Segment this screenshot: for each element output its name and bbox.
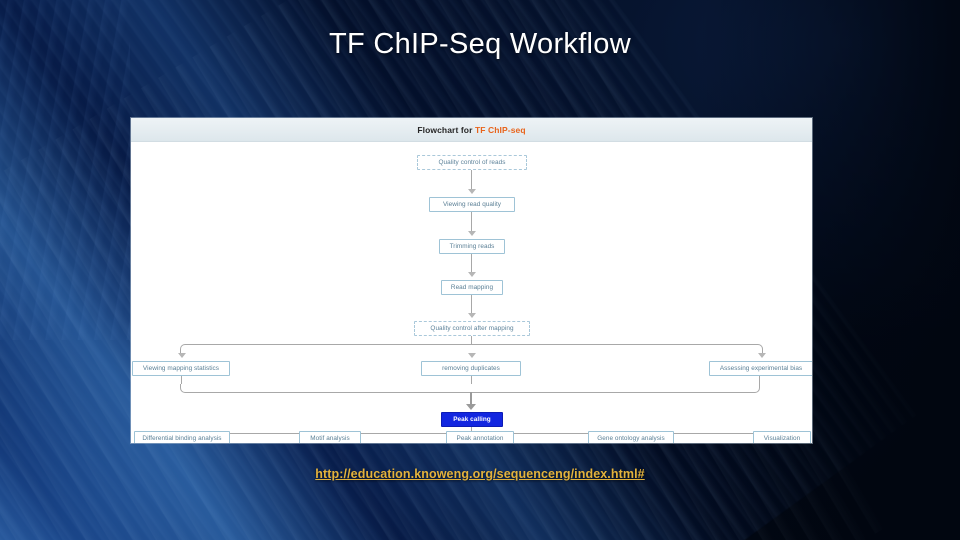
- flowchart-header: Flowchart for TF ChIP-seq: [131, 118, 812, 142]
- node-differential-binding-analysis[interactable]: Differential binding analysis: [134, 431, 230, 443]
- connector-viewing-stats-down: [181, 376, 182, 384]
- flowchart-canvas: Quality control of reads Viewing read qu…: [131, 142, 812, 443]
- node-peak-annotation[interactable]: Peak annotation: [446, 431, 514, 443]
- slide-title: TF ChIP-Seq Workflow: [329, 28, 631, 60]
- connector-branch-bus-top: [180, 344, 763, 353]
- connector-mapping-to-qc-after: [471, 295, 472, 314]
- node-viewing-read-quality[interactable]: Viewing read quality: [429, 197, 515, 212]
- node-qc-reads[interactable]: Quality control of reads: [417, 155, 527, 170]
- arrow-to-trimming-reads: [468, 231, 476, 236]
- connector-viewing-to-trimming: [471, 212, 472, 232]
- source-url-link[interactable]: http://education.knoweng.org/sequenceng/…: [315, 467, 645, 481]
- connector-merge-to-peak-calling: [470, 392, 472, 406]
- node-trimming-reads[interactable]: Trimming reads: [439, 239, 505, 254]
- connector-removing-dup-down: [471, 376, 472, 384]
- node-assessing-experimental-bias[interactable]: Assessing experimental bias: [709, 361, 812, 376]
- arrow-to-viewing-read-quality: [468, 189, 476, 194]
- arrow-to-viewing-mapping-statistics: [178, 353, 186, 358]
- background-left-streaks: [0, 0, 130, 340]
- flowchart-header-prefix: Flowchart for: [417, 124, 475, 135]
- connector-qc-after-stem: [471, 336, 472, 344]
- node-visualization[interactable]: Visualization: [753, 431, 811, 443]
- connector-peak-calling-stem: [471, 427, 472, 433]
- node-qc-after-mapping[interactable]: Quality control after mapping: [414, 321, 530, 336]
- node-gene-ontology-analysis[interactable]: Gene ontology analysis: [588, 431, 674, 443]
- arrow-to-removing-duplicates: [468, 353, 476, 358]
- flowchart-panel: Flowchart for TF ChIP-seq Quality contro…: [131, 118, 812, 443]
- node-viewing-mapping-statistics[interactable]: Viewing mapping statistics: [132, 361, 230, 376]
- flowchart-header-accent: TF ChIP-seq: [474, 124, 526, 135]
- arrow-to-assessing-experimental-bias: [758, 353, 766, 358]
- connector-trimming-to-mapping: [471, 254, 472, 273]
- flowchart-header-title: Flowchart for TF ChIP-seq: [417, 125, 525, 135]
- node-read-mapping[interactable]: Read mapping: [441, 280, 503, 295]
- arrow-to-qc-after-mapping: [468, 313, 476, 318]
- node-removing-duplicates[interactable]: removing duplicates: [421, 361, 521, 376]
- arrow-to-peak-calling: [466, 404, 476, 410]
- node-peak-calling[interactable]: Peak calling: [441, 412, 503, 427]
- arrow-to-read-mapping: [468, 272, 476, 277]
- connector-qc-reads-to-viewing: [471, 170, 472, 190]
- node-motif-analysis[interactable]: Motif analysis: [299, 431, 361, 443]
- connector-assessing-bias-down: [759, 376, 760, 384]
